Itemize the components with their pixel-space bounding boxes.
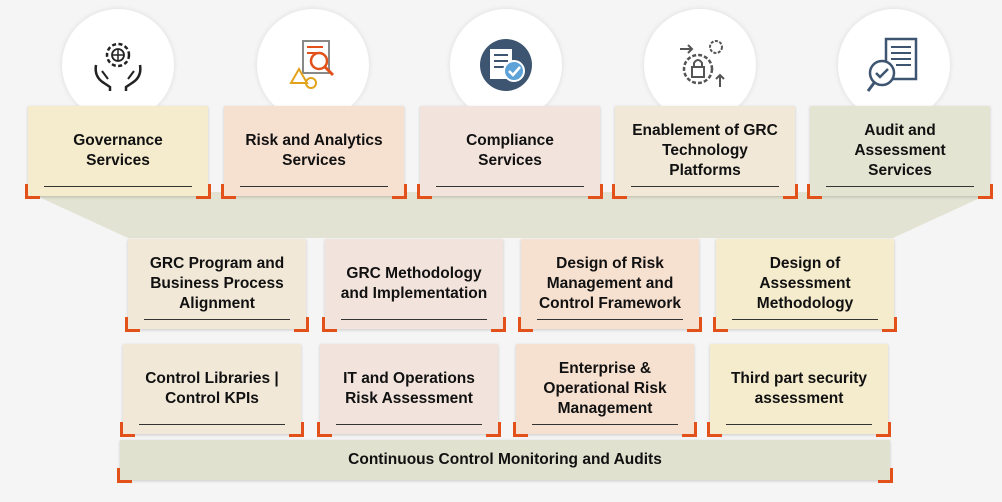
compliance-checklist-icon xyxy=(480,39,532,91)
continuous-monitoring-bar: Continuous Control Monitoring and Audits xyxy=(117,440,893,483)
audit-document-icon xyxy=(866,37,918,92)
capability-label: GRC Program and Business Process Alignme… xyxy=(149,255,285,312)
capability-label: Third part security assessment xyxy=(730,370,868,407)
service-card-risk-analytics: Risk and Analytics Services xyxy=(221,106,407,199)
governance-icon-circle xyxy=(62,9,174,121)
capability-card-grc-methodology: GRC Methodology and Implementation xyxy=(322,239,506,332)
capability-label: Control Libraries | Control KPIs xyxy=(145,370,279,407)
service-label: Risk and Analytics Services xyxy=(245,132,383,169)
service-label: Enablement of GRC Technology Platforms xyxy=(632,122,778,179)
grc-tech-icon-circle xyxy=(644,9,756,121)
service-label: Governance Services xyxy=(73,132,163,169)
audit-icon-circle xyxy=(838,9,950,121)
compliance-icon-circle xyxy=(450,9,562,121)
capability-label: Design of Assessment Methodology xyxy=(756,255,854,312)
capability-card-assessment-methodology: Design of Assessment Methodology xyxy=(713,239,897,332)
hands-globe-gear-icon xyxy=(94,42,142,91)
capability-label: Enterprise & Operational Risk Management xyxy=(543,360,667,417)
capability-label: Design of Risk Management and Control Fr… xyxy=(538,255,682,312)
capability-card-enterprise-risk: Enterprise & Operational Risk Management xyxy=(513,344,697,437)
service-label: Compliance Services xyxy=(466,132,554,169)
service-card-compliance: Compliance Services xyxy=(417,106,603,199)
risk-icon-circle xyxy=(257,9,369,121)
capability-card-grc-program: GRC Program and Business Process Alignme… xyxy=(125,239,309,332)
service-card-governance: Governance Services xyxy=(25,106,211,199)
capability-card-third-party-security: Third part security assessment xyxy=(707,344,891,437)
risk-analysis-icon xyxy=(289,40,335,89)
capability-card-it-risk-assessment: IT and Operations Risk Assessment xyxy=(317,344,501,437)
capability-label: IT and Operations Risk Assessment xyxy=(343,370,475,407)
capability-card-control-libraries: Control Libraries | Control KPIs xyxy=(120,344,304,437)
lock-gear-cycle-icon xyxy=(680,40,725,87)
capability-card-risk-framework: Design of Risk Management and Control Fr… xyxy=(518,239,702,332)
bottom-bar-label: Continuous Control Monitoring and Audits xyxy=(348,451,662,468)
service-card-grc-technology: Enablement of GRC Technology Platforms xyxy=(612,106,798,199)
service-label: Audit and Assessment Services xyxy=(854,122,946,179)
capability-label: GRC Methodology and Implementation xyxy=(340,265,488,302)
service-card-audit: Audit and Assessment Services xyxy=(807,106,993,199)
